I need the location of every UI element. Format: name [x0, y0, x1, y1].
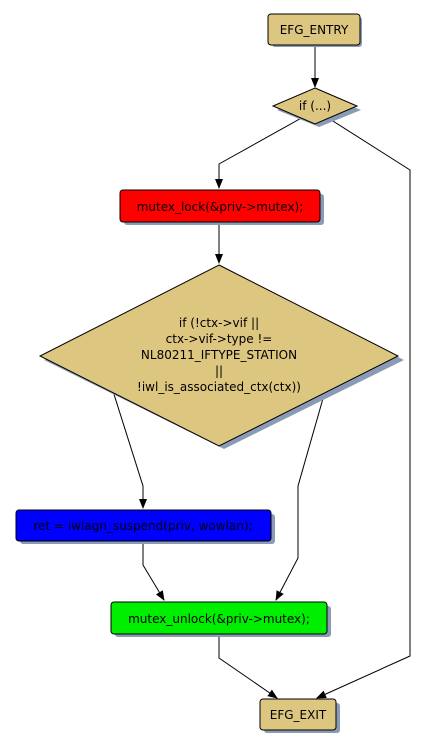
node-entry-box [267, 13, 361, 46]
edge-if1-lock [215, 115, 306, 189]
node-if2: if (!ctx->vif || ctx->vif->type != NL802… [38, 264, 404, 449]
node-if2-diamond [38, 264, 400, 447]
edge-if2-unlock [275, 387, 327, 601]
node-mutex-lock-box [119, 189, 321, 223]
node-if2-line-3: NL80211_IFTYPE_STATION [141, 348, 297, 362]
node-if2-line-5: !iwl_is_associated_ctx(ctx)) [137, 380, 301, 394]
node-mutex-unlock-box [110, 601, 328, 635]
node-if1-label: if (...) [299, 99, 331, 113]
node-suspend-label: ret = iwlagn_suspend(priv, wowlan); [33, 519, 252, 533]
edge-suspend-unlock [142, 541, 165, 601]
node-mutex-unlock: mutex_unlock(&priv->mutex); [110, 601, 331, 637]
edge-unlock-exit [218, 634, 278, 699]
node-suspend: ret = iwlagn_suspend(priv, wowlan); [15, 509, 275, 544]
node-if2-line-1: if (!ctx->vif || [179, 316, 259, 330]
edge-if1-exit [316, 115, 411, 699]
node-suspend-box [15, 509, 272, 542]
node-entry-label: EFG_ENTRY [280, 23, 349, 37]
node-exit-label: EFG_EXIT [270, 708, 327, 722]
node-mutex-lock: mutex_lock(&priv->mutex); [119, 189, 324, 225]
edge-if2-suspend [111, 387, 147, 509]
node-if2-line-2: ctx->vif->type != [166, 332, 273, 346]
node-if1: if (...) [271, 87, 361, 127]
node-exit: EFG_EXIT [259, 698, 340, 733]
node-mutex-lock-label: mutex_lock(&priv->mutex); [137, 200, 304, 214]
node-exit-box [259, 698, 337, 731]
node-mutex-unlock-label: mutex_unlock(&priv->mutex); [128, 612, 310, 626]
node-if1-diamond [271, 87, 359, 125]
node-if2-line-4: || [215, 364, 223, 378]
node-entry: EFG_ENTRY [267, 13, 362, 47]
